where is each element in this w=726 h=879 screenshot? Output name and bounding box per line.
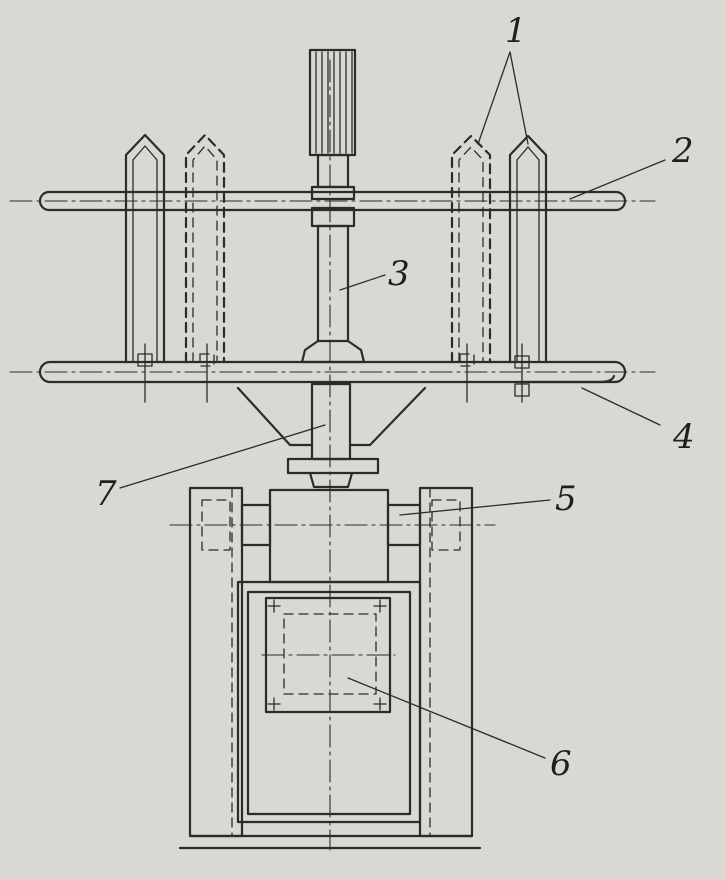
label-5: 5 xyxy=(555,479,577,519)
peg-left-solid xyxy=(124,133,166,364)
label-6: 6 xyxy=(550,744,572,784)
peg-right-solid xyxy=(508,134,548,364)
base-frame xyxy=(169,486,496,850)
hub xyxy=(236,382,427,489)
label-7: 7 xyxy=(95,474,117,514)
peg-left-hidden xyxy=(184,133,226,364)
label-4: 4 xyxy=(672,417,695,457)
leader-lines xyxy=(119,51,666,759)
label-1: 1 xyxy=(505,11,527,51)
label-2: 2 xyxy=(671,131,694,171)
peg-right-hidden xyxy=(450,134,492,364)
lower-disc xyxy=(9,343,656,403)
square-plate xyxy=(261,596,396,714)
label-3: 3 xyxy=(388,254,410,294)
